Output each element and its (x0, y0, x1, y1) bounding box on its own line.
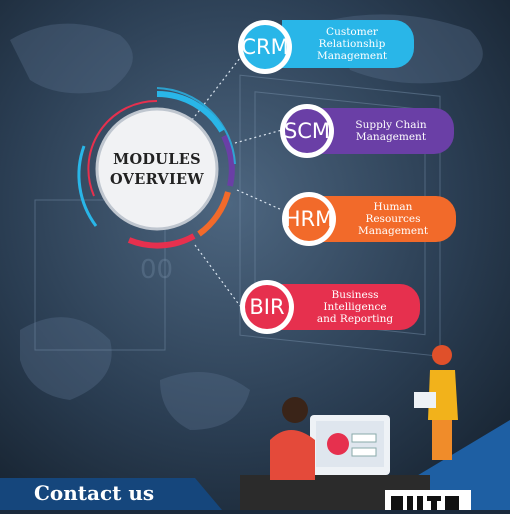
modules-hub-ring (77, 87, 236, 249)
hrm-badge: HRM (282, 192, 336, 246)
crm-badge: CRM (238, 20, 292, 74)
contact-banner[interactable] (0, 478, 222, 510)
scm-badge: SCM (280, 104, 334, 158)
hub-title: MODULES OVERVIEW (110, 151, 204, 188)
crm-description: Customer Relationship Management (282, 20, 414, 68)
desk-illustration (240, 345, 510, 510)
company-logo (385, 490, 471, 510)
hrm-description: Human Resources Management (322, 196, 456, 242)
contact-us-link[interactable]: Contact us (34, 481, 155, 505)
logo-mark-icon (391, 496, 459, 510)
bir-badge: BIR (240, 280, 294, 334)
bir-description: Business Intelligence and Reporting (282, 284, 420, 330)
svg-text:00: 00 (140, 255, 173, 285)
scm-description: Supply Chain Management (320, 108, 454, 154)
